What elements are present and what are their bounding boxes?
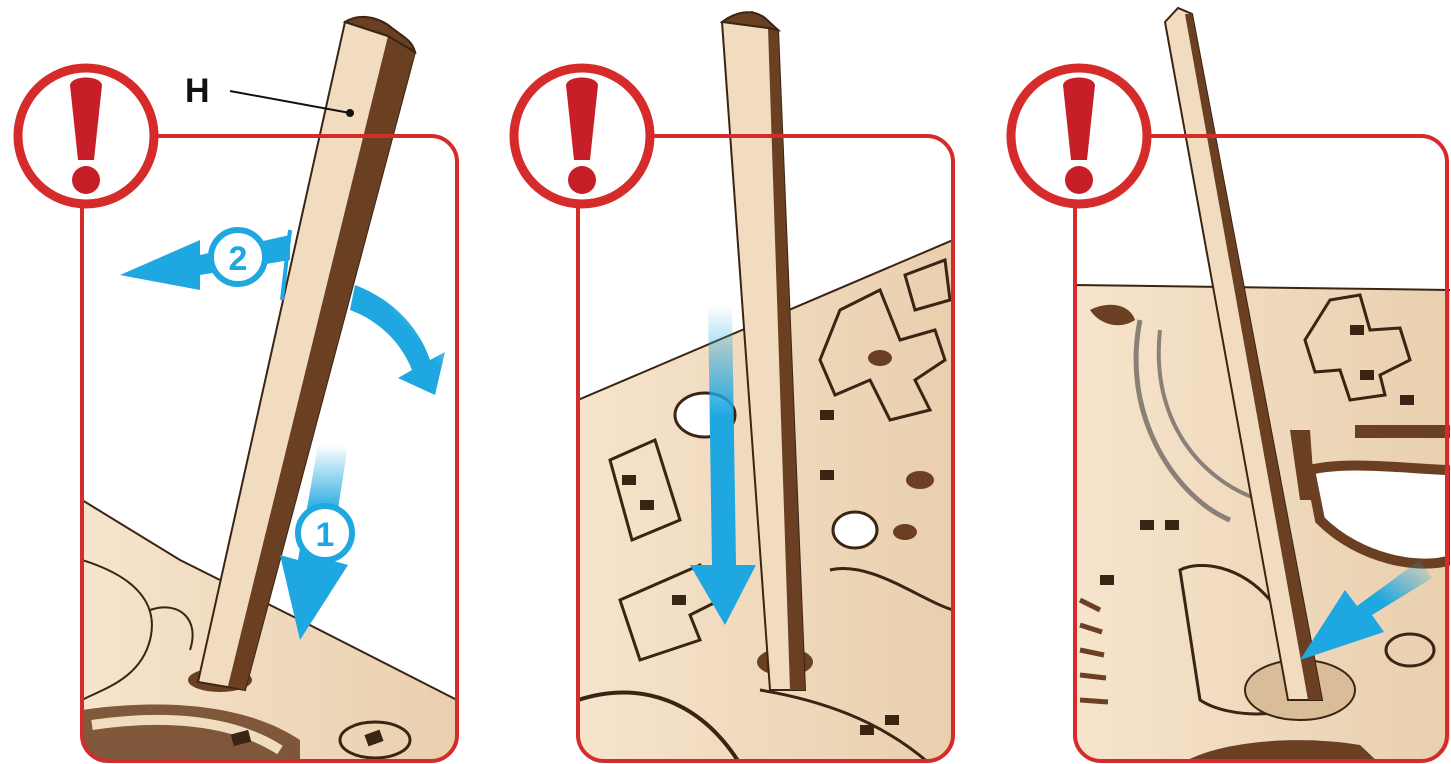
step-2-badge: 2 [211, 230, 265, 284]
panel-2 [514, 12, 953, 764]
step-1-label: 1 [316, 516, 335, 554]
panel-1: 2 1 H [18, 17, 457, 764]
warning-icon [514, 68, 650, 204]
step-1-badge: 1 [298, 506, 352, 560]
part-label: H [185, 72, 210, 110]
warning-icon [1011, 68, 1147, 204]
warning-icon [18, 68, 154, 204]
step-2-label: 2 [229, 240, 248, 278]
panel-3 [1011, 8, 1451, 764]
